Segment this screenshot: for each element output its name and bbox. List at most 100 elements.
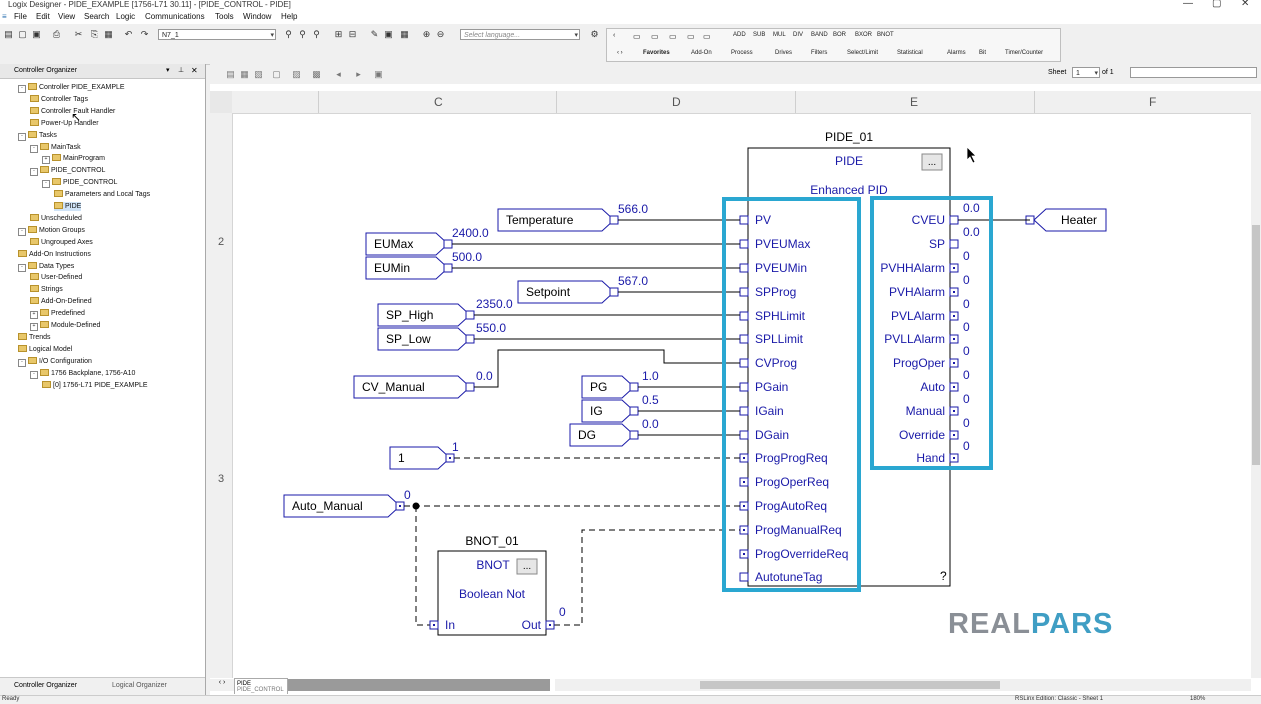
input-reference-tag[interactable]: CV_Manual [353,375,475,399]
pide-input-pin[interactable] [739,525,749,535]
pin-icon[interactable]: ⊥ [178,67,185,74]
pide-output-pin[interactable] [949,239,959,249]
tree-item[interactable]: -Motion Groups [18,225,85,236]
collapse-icon[interactable]: - [30,168,38,177]
chevron-left-icon[interactable]: ‹ [613,32,616,39]
tree-item[interactable]: Unscheduled [30,213,82,223]
maximize-button[interactable]: ▢ [1212,0,1222,9]
menu-file[interactable]: File [14,12,27,21]
menu-tools[interactable]: Tools [215,12,234,21]
pide-output-pin[interactable] [949,311,959,321]
tree-item[interactable]: User-Defined [30,273,82,282]
close-icon[interactable]: ✕ [191,66,198,75]
toolbar-icon-14[interactable]: ✎ [370,29,379,39]
fbd-element-icon-0[interactable]: ▭ [633,32,641,41]
tree-item[interactable]: -1756 Backplane, 1756-A10 [30,368,135,379]
toolbar-icon-2[interactable]: ▣ [32,29,41,39]
tree-item[interactable]: Trends [18,332,51,342]
path-combo[interactable]: N7_1▾ [158,29,276,40]
tree-item[interactable]: Parameters and Local Tags [54,190,150,199]
pide-input-pin[interactable] [739,358,749,368]
instr-bnot[interactable]: BNOT [877,32,894,38]
pide-input-pin[interactable] [739,501,749,511]
pide-input-pin[interactable] [739,382,749,392]
instr-tab-bit[interactable]: Bit [979,50,987,56]
editor-toolbar-icon-2[interactable]: ▧ [254,69,263,79]
input-reference-tag[interactable]: PG [581,375,639,399]
toolbar-icon-6[interactable]: ▦ [104,29,113,39]
tab-logical-organizer[interactable]: Logical Organizer [112,682,167,689]
instr-sub[interactable]: SUB [753,32,766,38]
toolbar-icon-15[interactable]: ▣ [384,29,393,39]
instr-bor[interactable]: BOR [833,32,847,38]
instr-tab-select-limit[interactable]: Select/Limit [847,50,879,56]
menu-logic[interactable]: Logic [116,12,136,21]
pide-output-pin[interactable] [949,287,959,297]
fbd-element-icon-4[interactable]: ▭ [703,32,711,41]
pide-input-pin[interactable] [739,263,749,273]
collapse-icon[interactable]: - [30,144,38,153]
collapse-icon[interactable]: - [18,85,26,93]
instr-band[interactable]: BAND [811,32,828,38]
collapse-icon[interactable]: - [18,263,26,272]
language-combo[interactable]: Select language...▾ [460,29,580,40]
tree-item[interactable]: Power-Up Handler [30,118,99,128]
collapse-icon[interactable]: - [18,227,26,236]
fbd-element-icon-3[interactable]: ▭ [687,32,695,41]
pide-input-pin[interactable] [739,406,749,416]
input-reference-tag[interactable]: DG [569,423,639,447]
input-reference-tag[interactable]: Setpoint [517,280,619,304]
pide-output-pin[interactable] [949,430,959,440]
collapse-icon[interactable]: - [42,180,50,189]
tree-item[interactable]: -Tasks [18,130,57,141]
toolbar-icon-7[interactable]: ↶ [124,29,133,39]
pide-output-pin[interactable] [949,406,959,416]
minimize-button[interactable]: — [1183,0,1193,9]
input-reference-tag[interactable]: EUMax [365,232,453,256]
toolbar-icon-19[interactable]: ⚙ [590,29,599,39]
instr-tab-favorites[interactable]: Favorites [643,50,670,56]
fbd-element-icon-2[interactable]: ▭ [669,32,677,41]
tab-controller-organizer[interactable]: Controller Organizer [14,682,78,689]
tree-item[interactable]: +Module-Defined [30,321,100,331]
instr-tab-process[interactable]: Process [731,50,753,56]
tree-item[interactable]: PIDE [54,202,82,211]
toolbar-icon-5[interactable]: ⎘ [90,29,99,39]
menu-help[interactable]: Help [281,12,298,21]
pide-input-pin[interactable] [739,549,749,559]
routine-tab-pide[interactable]: PIDE PIDE_CONTROL [234,678,288,694]
pide-output-pin[interactable] [949,358,959,368]
bnot-properties-button[interactable]: ... [516,558,538,575]
editor-toolbar-icon-4[interactable]: ▨ [292,69,301,79]
menu-window[interactable]: Window [243,12,272,21]
scroll-left-buttons[interactable]: ‹ › [210,679,234,691]
tree-item[interactable]: Add-On Instructions [18,249,91,259]
toolbar-icon-13[interactable]: ⊟ [348,29,357,39]
menu-search[interactable]: Search [84,12,110,21]
pide-output-pin[interactable] [949,453,959,463]
tree-item[interactable]: Add-On-Defined [30,297,92,306]
tree-item[interactable]: -Data Types [18,261,74,272]
menu-edit[interactable]: Edit [36,12,50,21]
toolbar-icon-4[interactable]: ✂ [74,29,83,39]
close-button[interactable]: ✕ [1241,0,1250,9]
input-reference-tag[interactable]: SP_Low [377,327,475,351]
instr-tab-filters[interactable]: Filters [811,50,828,56]
pide-input-pin[interactable] [739,477,749,487]
tree-item[interactable]: +Predefined [30,309,85,320]
pide-input-pin[interactable] [739,311,749,321]
instr-add[interactable]: ADD [733,32,746,38]
expand-icon[interactable]: + [30,323,38,331]
toolbar-icon-3[interactable]: ⎙ [52,29,61,39]
instr-tab-alarms[interactable]: Alarms [947,50,966,56]
tree-item[interactable]: -PIDE_CONTROL [42,178,117,189]
pide-input-pin[interactable] [739,453,749,463]
horizontal-scroll-thumb[interactable] [700,681,1000,689]
pide-properties-button[interactable]: ... [921,153,943,171]
instr-bxor[interactable]: BXOR [855,32,873,38]
collapse-icon[interactable]: - [30,370,38,379]
vertical-scroll-thumb[interactable] [1252,225,1260,465]
sheet-combo[interactable]: 1▾ [1072,67,1100,78]
pide-block[interactable] [747,147,951,587]
toolbar-icon-10[interactable]: ⚲ [299,29,306,39]
